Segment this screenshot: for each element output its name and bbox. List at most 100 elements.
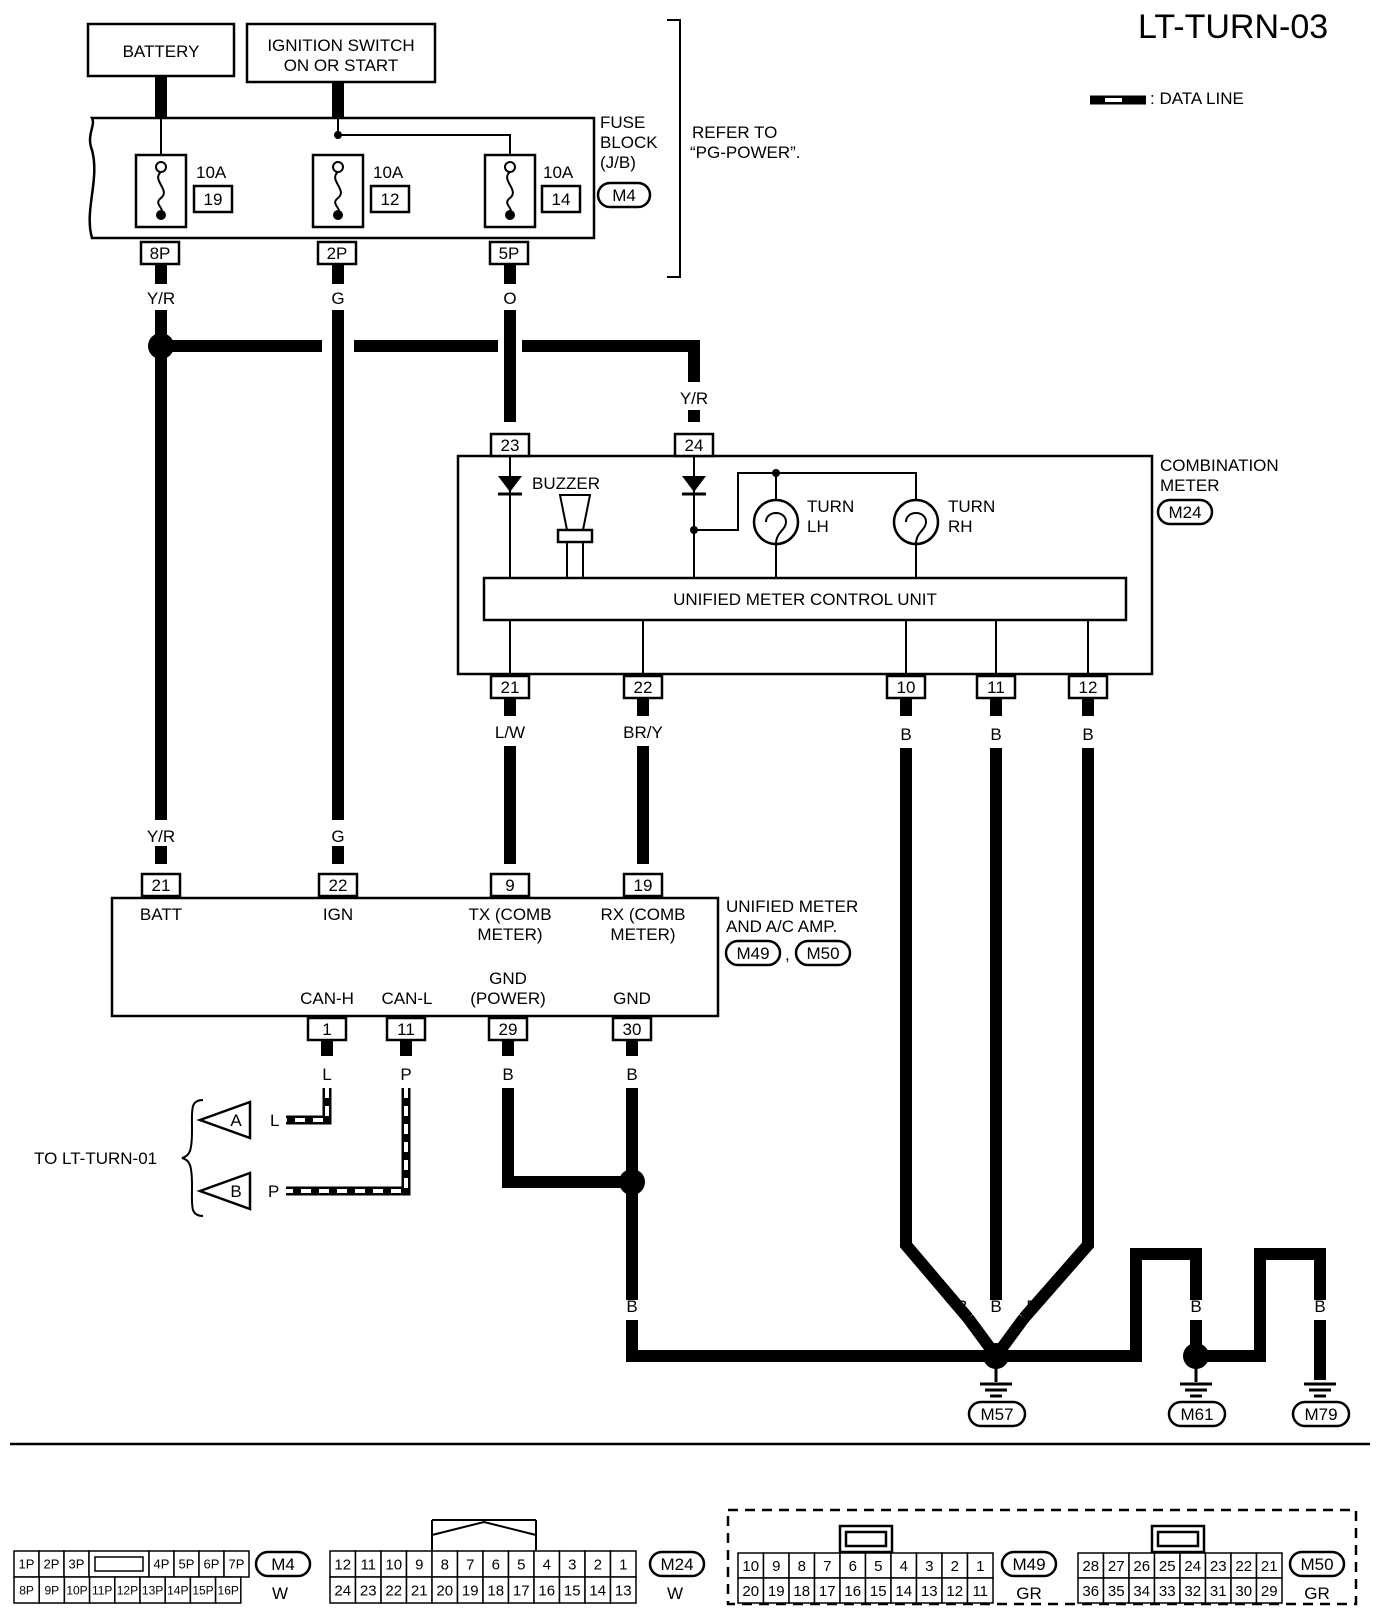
m49-pin-label: 4: [900, 1558, 908, 1575]
svg-text:M61: M61: [1180, 1405, 1213, 1424]
offpage-connector-b: B: [196, 1171, 252, 1211]
fuse-19-number: 19: [204, 190, 223, 209]
fuse-19: 10A 19: [134, 153, 234, 229]
m49-pin-label: 19: [768, 1583, 785, 1600]
m4-pin-label: 1P: [19, 1557, 35, 1572]
amp-label-batt: BATT: [140, 905, 182, 924]
battery-box: [86, 22, 236, 78]
connector-m4-label: M4 W: [254, 1550, 312, 1603]
turn-rh-label-1: TURN: [948, 497, 995, 516]
m24-pin-label: 20: [436, 1582, 453, 1599]
buzzer-icon: BUZZER: [532, 474, 600, 578]
m49-pin-label: 13: [921, 1583, 938, 1600]
m24-pin-label: 19: [462, 1582, 479, 1599]
wire-label-o-top: O: [503, 289, 516, 308]
svg-text:19: 19: [634, 876, 653, 895]
m24-row2-cell: [380, 1576, 408, 1604]
m24-row2-cell: [405, 1576, 433, 1604]
amp-label-ign: IGN: [323, 905, 353, 924]
m24-pin-label: 18: [487, 1582, 504, 1599]
svg-text:A: A: [230, 1111, 242, 1130]
m50-pin-label: 28: [1082, 1558, 1099, 1575]
m4-pin-label: 14P: [167, 1583, 188, 1597]
m24-row2-cell: [609, 1576, 637, 1604]
m24-row2-cell: [507, 1576, 535, 1604]
m24-pin-label: 2: [594, 1556, 602, 1573]
combination-meter-connector: M24: [1168, 503, 1201, 522]
amp-label-tx-2: METER): [477, 925, 542, 944]
svg-text:10: 10: [897, 678, 916, 697]
m50-pin-label: 35: [1108, 1583, 1125, 1600]
turn-rh-label-2: RH: [948, 517, 973, 536]
amp-label-rx-1: RX (COMB: [601, 905, 686, 924]
amp-top-pins: 21 22 9 19: [140, 872, 664, 898]
m49-pin-label: 17: [819, 1583, 836, 1600]
ignition-label-1: IGNITION SWITCH: [267, 36, 414, 55]
m50-row1-cell: [1102, 1552, 1130, 1579]
turn-rh-lamp-icon: TURN RH: [892, 497, 995, 546]
wire-label-b-30: B: [626, 1065, 637, 1084]
wire-label-b-m79a: B: [1254, 1297, 1265, 1316]
wire-label-l-offpage: L: [270, 1111, 279, 1130]
wire-label-g-top: G: [331, 289, 344, 308]
m49-row2-cell: [762, 1577, 790, 1604]
wire-label-g-amp: G: [331, 827, 344, 846]
ignition-label-2: ON OR START: [284, 56, 399, 75]
data-line-legend-label: : DATA LINE: [1150, 89, 1244, 108]
amp-title-1: UNIFIED METER: [726, 897, 858, 916]
m50-pin-label: 26: [1133, 1558, 1150, 1575]
svg-text:M24: M24: [660, 1555, 693, 1574]
m24-pin-label: 16: [538, 1582, 555, 1599]
refer-to-label-2: “PG-POWER”.: [690, 143, 801, 162]
m24-pin-label: 11: [360, 1556, 376, 1573]
svg-text:11: 11: [987, 678, 1005, 697]
m4-row1-cell: [173, 1550, 200, 1578]
m49-pin-label: 1: [976, 1558, 984, 1575]
svg-text:GR: GR: [1016, 1584, 1042, 1603]
m49-row2-cell: [864, 1577, 892, 1604]
svg-text:1: 1: [322, 1020, 331, 1039]
offpage-connector-a: A: [196, 1100, 252, 1140]
m24-pin-label: 1: [619, 1556, 627, 1573]
m4-pin-label: 9P: [44, 1583, 59, 1597]
amp-label-can-h: CAN-H: [300, 989, 354, 1008]
wire-label-b-m57a: B: [956, 1297, 967, 1316]
m24-row1-cell: [584, 1550, 612, 1578]
m50-row2-cell: [1255, 1577, 1283, 1604]
m24-row2-cell: [533, 1576, 561, 1604]
svg-text:21: 21: [152, 876, 171, 895]
svg-text:8P: 8P: [150, 244, 171, 263]
m24-pin-label: 8: [441, 1556, 449, 1573]
meter-bottom-pins: 21 22 10 11 12: [489, 674, 1109, 700]
m50-pin-label: 22: [1235, 1558, 1252, 1575]
m49-pin-label: 5: [874, 1558, 882, 1575]
m49-pin-label: 2: [951, 1558, 959, 1575]
m49-pin-label: 9: [772, 1558, 780, 1575]
svg-text:M57: M57: [980, 1405, 1013, 1424]
m49-pin-label: 6: [849, 1558, 857, 1575]
wire-label-l: L: [322, 1065, 331, 1084]
wire-label-lw: L/W: [495, 723, 525, 742]
svg-text:M49: M49: [1012, 1555, 1045, 1574]
amp-label-gnd-1: GND: [489, 969, 527, 988]
fuse-block-title-3: (J/B): [600, 153, 636, 172]
m4-pin-label: 3P: [69, 1557, 85, 1572]
wire-label-p-offpage: P: [268, 1182, 279, 1201]
connector-m24-label: M24 W: [648, 1550, 706, 1603]
fuse-block-title-1: FUSE: [600, 113, 645, 132]
m4-row2-cell: [139, 1576, 166, 1604]
m50-pin-label: 30: [1235, 1583, 1252, 1600]
m50-row2-cell: [1102, 1577, 1130, 1604]
wire-label-b-m61b: B: [1190, 1297, 1201, 1316]
m4-row2-cell: [164, 1576, 192, 1604]
amp-label-rx-2: METER): [610, 925, 675, 944]
m24-row2-cell: [431, 1576, 459, 1604]
m4-pin-label: 2P: [44, 1557, 60, 1572]
m49-pin-label: 11: [972, 1583, 988, 1600]
m50-row1-cell: [1255, 1552, 1283, 1579]
m24-pin-label: 7: [466, 1556, 474, 1573]
ground-icon-m61: M61: [1167, 1356, 1227, 1428]
m24-pin-label: 24: [334, 1582, 351, 1599]
